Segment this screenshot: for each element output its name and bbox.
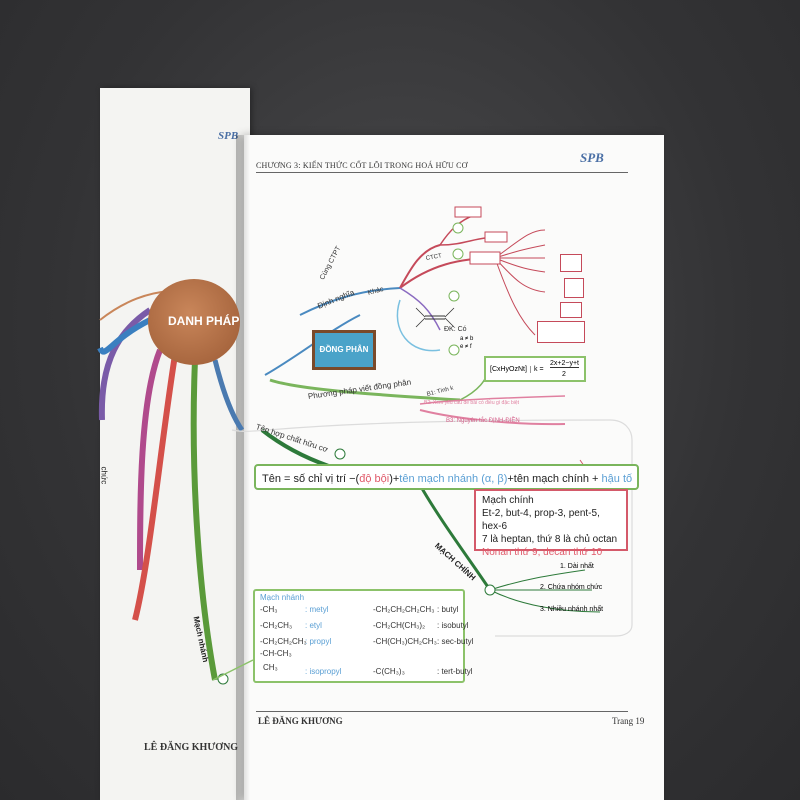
book-spine <box>236 135 250 800</box>
header-rule <box>256 172 628 173</box>
left-branch-label: chức <box>99 466 109 485</box>
branch-f1-3: -CH-CH₃ <box>260 649 292 658</box>
main-chain-box: Mạch chính Et-2, but-4, prop-3, pent-5, … <box>474 489 628 558</box>
center-node-label: DANH PHÁP <box>168 314 240 328</box>
mach-chinh-item-2: 2. Chứa nhóm chức <box>540 584 603 591</box>
branch-n2-1: : isobutyl <box>437 621 469 630</box>
name-formula-box: Tên = số chỉ vị trí −(độ bội)+tên mạch n… <box>254 464 639 490</box>
main-chain-line2: 7 là heptan, thứ 8 là chủ octan <box>482 534 618 545</box>
k-formula-left: [CxHyOzNt] <box>490 366 527 373</box>
branch-n2-0: : butyl <box>437 605 459 614</box>
b3-label: B3: Nguyên tắc ĐỊNH-ĐIỀN <box>446 418 520 424</box>
group-box-2 <box>564 278 584 298</box>
condition-1: a ≠ b <box>460 336 474 342</box>
main-chain-line1: Et-2, but-4, prop-3, pent-5, hex-6 <box>482 508 600 532</box>
branch-n2-2: : sec-butyl <box>437 637 474 646</box>
branch-f2-4: -C(CH₃)₃ <box>373 667 405 676</box>
k-formula-box: [CxHyOzNt] k = 2x+2−y+t 2 <box>484 356 586 382</box>
branch-f1-4: CH₃ <box>263 663 278 672</box>
branch-f1-0: -CH₃ <box>260 605 278 614</box>
footer-rule <box>256 711 628 712</box>
dong-phan-board: ĐỒNG PHÂN <box>312 330 376 370</box>
branch-table: Mạch nhánh -CH₃ : metyl -CH₂CH₂CH₂CH₃ : … <box>253 589 473 683</box>
branch-f2-1: -CH₂CH(CH₃)₂ <box>373 621 426 630</box>
branch-table-title: Mạch nhánh <box>260 593 305 602</box>
center-node <box>148 279 240 365</box>
left-page-footer: LÊ ĐĂNG KHƯƠNG <box>144 742 239 753</box>
mach-chinh-item-3: 3. Nhiều nhánh nhất <box>540 606 604 613</box>
formula-mid1: )+ <box>389 473 400 485</box>
branch-n1-1: : etyl <box>305 621 322 630</box>
group-box-3 <box>560 302 582 318</box>
b2-label: B2: Xem yêu cầu đề bài có điều gì đặc bi… <box>424 400 520 406</box>
left-logo: SPB <box>218 130 239 142</box>
formula-do-boi: độ bội <box>359 473 390 485</box>
condition-2: e ≠ f <box>460 344 472 350</box>
formula-greek: (α, β) <box>478 473 508 485</box>
formula-mid2: +tên mạch chính + <box>507 473 599 485</box>
main-chain-line3: Nonan thứ 9, decan thứ 10 <box>482 547 603 558</box>
group-box-4 <box>537 321 585 343</box>
branch-f1-1: -CH₂CH₃ <box>260 621 293 630</box>
formula-prefix: Tên = số chỉ vị trí −( <box>262 473 360 485</box>
branch-n2-4: : tert-butyl <box>437 667 473 676</box>
footer-author: LÊ ĐĂNG KHƯƠNG <box>258 716 343 726</box>
mach-chinh-item-1: 1. Dài nhất <box>560 563 594 570</box>
group-box-1 <box>560 254 582 272</box>
main-chain-title: Mạch chính <box>482 495 534 506</box>
k-denominator: 2 <box>562 371 566 378</box>
k-label: k = <box>530 366 544 373</box>
branch-f2-0: -CH₂CH₂CH₂CH₃ <box>373 605 435 614</box>
branch-f2-2: -CH(CH₃)CH₂CH₃ <box>373 637 437 646</box>
branch-n1-4: : isopropyl <box>305 667 342 676</box>
chapter-title: CHƯƠNG 3: KIẾN THỨC CỐT LÕI TRONG HOÁ HỮ… <box>256 161 468 170</box>
page-logo: SPB <box>580 150 604 165</box>
branch-f1-2: -CH₂CH₂CH₃ <box>260 637 307 646</box>
formula-hau-to: hậu tố <box>598 473 633 485</box>
formula-ten-mach-nhanh: tên mạch nhánh <box>399 473 479 485</box>
branch-n1-0: : metyl <box>305 605 329 614</box>
dk-label: ĐK: Có <box>444 326 467 333</box>
k-numerator: 2x+2−y+t <box>550 360 579 368</box>
branch-n1-2: : propyl <box>305 637 332 646</box>
page-number: Trang 19 <box>612 716 645 726</box>
